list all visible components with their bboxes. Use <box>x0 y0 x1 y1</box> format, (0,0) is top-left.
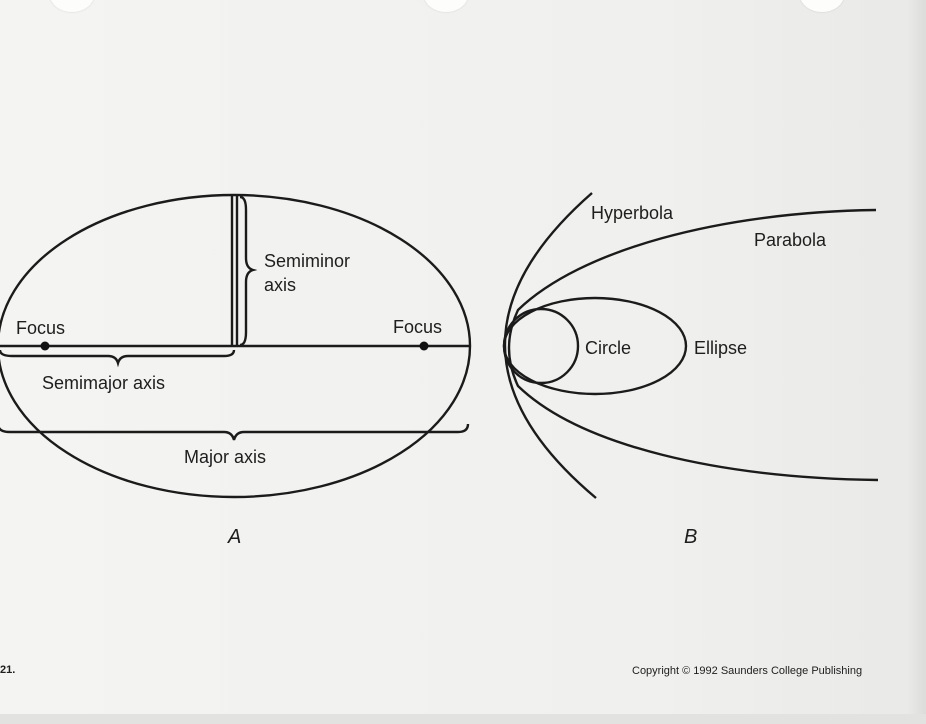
punch-hole <box>800 0 844 12</box>
page-number: 21. <box>0 664 16 676</box>
semiminor-label-line1: Semiminor <box>264 251 350 271</box>
focus-point-right <box>419 341 429 351</box>
semiminor-label-line2: axis <box>264 275 296 295</box>
copyright-notice: Copyright © 1992 Saunders College Publis… <box>632 665 863 677</box>
focus-label-left: Focus <box>16 318 65 338</box>
hyperbola-label: Hyperbola <box>591 203 674 223</box>
circle-orbit <box>502 307 580 385</box>
semiminor-brace <box>239 195 258 347</box>
parabola-label: Parabola <box>754 230 827 250</box>
semimajor-label: Semimajor axis <box>42 373 165 393</box>
parabola-curve <box>507 208 879 482</box>
panel-label-a: A <box>227 526 241 548</box>
punch-hole <box>424 0 468 12</box>
page-edge-shadow <box>908 0 926 724</box>
focus-point-left <box>40 341 50 351</box>
ellipse-label: Ellipse <box>694 338 747 358</box>
semimajor-brace <box>0 349 236 368</box>
punch-hole <box>50 0 94 12</box>
major-axis-label: Major axis <box>184 447 266 467</box>
major-axis-brace <box>0 423 470 441</box>
figure-b: Hyperbola Parabola Circle Ellipse B <box>502 192 879 548</box>
panel-label-b: B <box>684 526 697 548</box>
focus-label-right: Focus <box>393 317 442 337</box>
page-bottom-edge <box>0 714 926 724</box>
figure-a: Focus Focus Semiminor axis Semimajor axi… <box>0 193 472 548</box>
hyperbola-curve <box>503 192 597 499</box>
circle-label: Circle <box>585 338 631 358</box>
